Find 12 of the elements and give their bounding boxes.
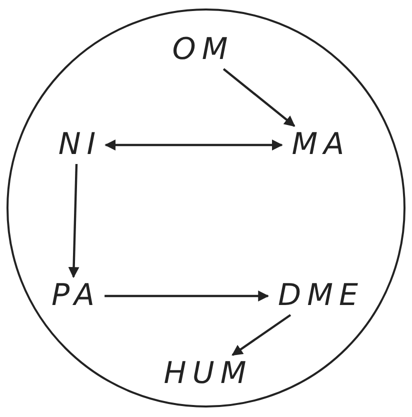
arrow — [104, 140, 283, 150]
node-label: MA — [286, 130, 350, 160]
arrow — [232, 314, 292, 356]
arrow — [104, 290, 270, 302]
node-label: PA — [45, 281, 101, 311]
arrow — [68, 164, 80, 278]
outline-circle — [6, 8, 406, 408]
node-label: OM — [166, 35, 234, 65]
arrow — [222, 68, 296, 127]
node-label: HUM — [158, 359, 252, 389]
node-label: NI — [52, 130, 102, 160]
node-label: DME — [272, 281, 364, 311]
